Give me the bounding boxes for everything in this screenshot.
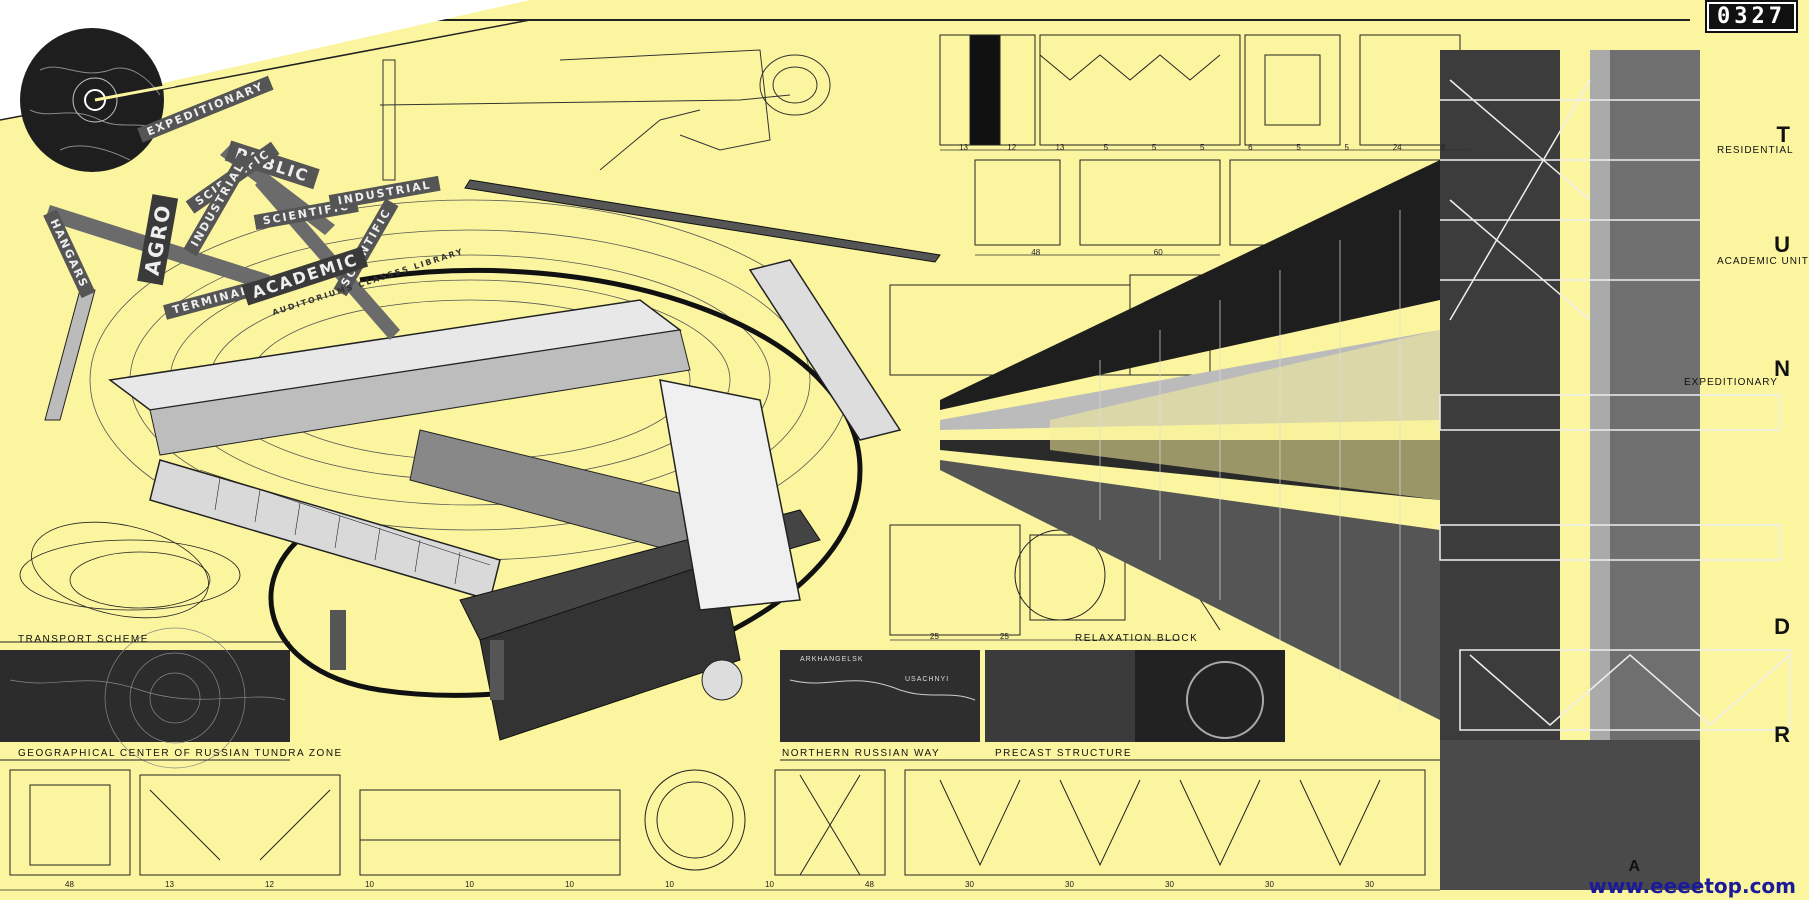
caption-geographical-center: geographical center of russian tundra zo… (18, 748, 343, 759)
dimension-value: 5 (1344, 143, 1349, 152)
megastructure-axonometric (44, 179, 941, 741)
dimension-value: 10 (765, 880, 774, 889)
dimension-value: 10 (465, 880, 474, 889)
dimension-value: 5 (1200, 143, 1205, 152)
map-label-usachnyi: USACHNYI (905, 676, 950, 683)
caption-northern-russian-way: northern Russian way (782, 748, 941, 759)
dimension-value: 5 (1103, 143, 1109, 152)
top-location-map (379, 49, 831, 181)
tower-label-residential: RESIDENTIAL (1717, 145, 1794, 156)
tower-label-academic: ACADEMIC UNIT (1717, 256, 1809, 267)
dimension-value: 10 (565, 880, 574, 889)
title-letter-a: A (1628, 858, 1640, 875)
globe-icon (20, 28, 176, 172)
dimension-value: 48 (65, 880, 74, 889)
caption-precast-structure: precast structure (995, 748, 1132, 759)
dimension-value: 12 (265, 880, 274, 889)
dimension-value: 10 (665, 880, 674, 889)
dimension-value: 30 (1065, 880, 1074, 889)
tunnel-render (985, 650, 1135, 742)
transport-map (0, 650, 290, 742)
tower-label-expeditionary: EXPEDITIONARY (1684, 377, 1778, 388)
dimension-value: 6 (1440, 143, 1446, 152)
dimension-value: 13 (165, 880, 174, 889)
caption-relaxation-block: relaxation block (1075, 633, 1199, 644)
top-sections (889, 34, 1461, 636)
dimension-value: 10 (365, 880, 374, 889)
loop-sketch (19, 521, 241, 619)
dimension-value: 25 (930, 632, 939, 641)
tower-perspective (940, 50, 1791, 890)
northern-way-map (780, 650, 980, 742)
watermark-text: www.eeeetop.com (1588, 874, 1796, 898)
sheet-number-badge: 0327 (1705, 0, 1798, 33)
dimension-value: 30 (1165, 880, 1174, 889)
title-letter-u: U (1774, 232, 1790, 257)
title-letter-d: D (1774, 614, 1790, 639)
title-letter-r: R (1774, 722, 1790, 747)
dimension-value: 13 (959, 143, 968, 152)
dimension-value: 48 (1031, 248, 1041, 257)
dimension-value: 6 (1248, 143, 1253, 152)
caption-transport-scheme: Transport scheme (18, 634, 149, 645)
dimension-value: 25 (1000, 632, 1009, 641)
dimension-value: 12 (1007, 143, 1017, 152)
dimension-value: 48 (865, 880, 874, 889)
map-label-arkhangelsk: ARKHANGELSK (800, 656, 864, 663)
dimension-value: 30 (1265, 880, 1274, 889)
dimension-value: 5 (1296, 143, 1301, 152)
dimension-value: 30 (1365, 880, 1374, 889)
dimension-value: 13 (1055, 143, 1065, 152)
dimension-value: 5 (1151, 143, 1157, 152)
title-letter-n: N (1774, 356, 1790, 381)
bottom-plans (9, 769, 1426, 876)
dimension-value: 30 (965, 880, 974, 889)
dimension-value: 24 (1392, 143, 1402, 152)
title-letter-t: T (1776, 122, 1790, 147)
dimension-value: 60 (1153, 248, 1163, 257)
